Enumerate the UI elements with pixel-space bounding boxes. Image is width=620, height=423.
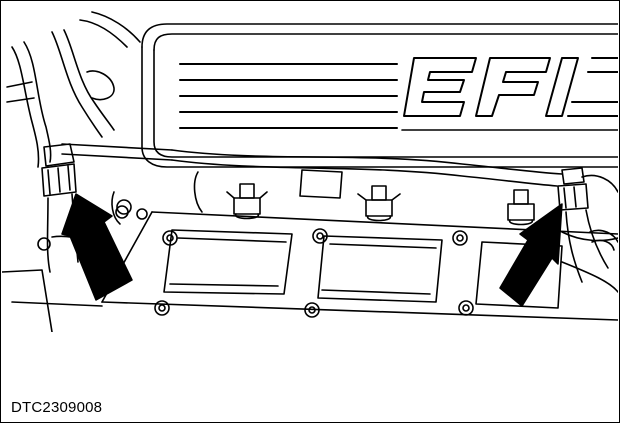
left-arrow-icon (61, 193, 133, 301)
arrow-icon (61, 193, 563, 307)
injector-1 (226, 183, 268, 220)
right-arrow-icon (499, 203, 563, 307)
figure-caption: DTC2309008 (11, 399, 103, 416)
fuel-rail (61, 143, 563, 187)
right-fitting (557, 167, 618, 283)
efi-logo (403, 57, 618, 117)
injector-2 (357, 185, 401, 222)
engine-illustration (2, 11, 618, 332)
hoses (6, 11, 141, 168)
lower-components (2, 231, 618, 332)
engine-cover (141, 23, 618, 168)
injectors (111, 169, 535, 226)
injector-3 (507, 189, 535, 226)
manifold-bolts (115, 205, 474, 318)
